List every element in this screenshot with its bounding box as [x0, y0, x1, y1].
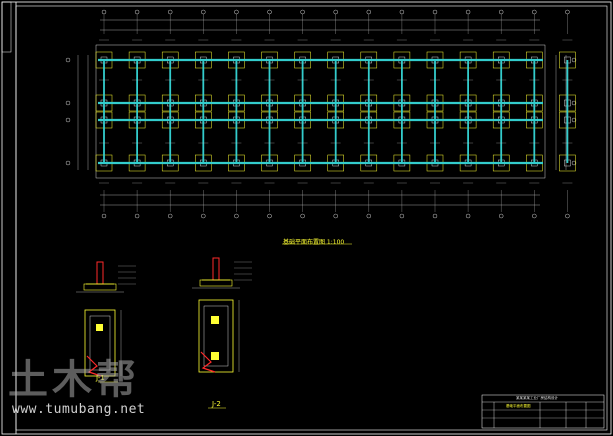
grid-bubble-top	[101, 9, 107, 15]
grid-bubble-left	[65, 100, 71, 106]
column-rebar-section-1	[96, 261, 104, 285]
footing-plan-2	[198, 299, 234, 373]
footing-plan-inner-1	[89, 315, 111, 371]
grid-bubble-right	[571, 160, 577, 166]
watermark-logo: 土木帮	[8, 357, 140, 403]
grid-bubble-bottom	[134, 213, 140, 219]
grid-bubble-top	[167, 9, 173, 15]
footing-section-2	[199, 279, 233, 287]
grid-bubble-top	[366, 9, 371, 15]
grid-bubble-top	[532, 9, 537, 15]
grid-bubble-bottom	[399, 213, 405, 219]
watermark: 土木帮 www.tumubang.net	[8, 358, 168, 424]
binding-margin-box	[1, 1, 12, 53]
grid-bubble-bottom	[366, 213, 371, 219]
inner-frame	[15, 5, 608, 431]
pedestal-top	[211, 316, 219, 324]
grid-bubble-bottom	[234, 213, 239, 219]
plan-outline	[95, 44, 546, 179]
detail-1-label: J-1	[96, 374, 105, 382]
grid-bubble-left	[65, 117, 71, 123]
rebar-detail-1	[86, 355, 102, 377]
footing-details	[76, 257, 252, 409]
grid-bubble-right	[571, 117, 577, 123]
grid-bubble-left	[65, 160, 71, 166]
grid-bubble-bottom	[565, 213, 570, 219]
grid-bubble-bottom	[101, 213, 107, 219]
grid-bubble-top	[234, 9, 239, 15]
title-block-sheet: 基础平面布置图	[506, 404, 531, 408]
watermark-url: www.tumubang.net	[12, 402, 146, 417]
grid-bubble-top	[465, 9, 471, 15]
rebar-detail-2	[200, 351, 216, 373]
detail-2-label: J-2	[212, 400, 221, 408]
grid-bubble-top	[499, 9, 504, 15]
grid-bubble-bottom	[333, 213, 338, 219]
grid-bubble-top	[267, 9, 272, 15]
grid-bubble-top	[399, 9, 405, 15]
grid-bubble-right	[571, 57, 577, 63]
column-rebar-section-2	[212, 257, 220, 281]
grid-bubble-top	[565, 9, 570, 15]
grid-bubble-bottom	[167, 213, 173, 219]
footing-section-1	[83, 283, 117, 291]
grid-bubble-bottom	[465, 213, 471, 219]
grid-bubble-right	[571, 100, 577, 106]
grid-bubble-top	[300, 9, 305, 15]
grid-bubble-bottom	[432, 213, 438, 219]
grid-bubble-bottom	[267, 213, 272, 219]
grid-bubble-bottom	[201, 213, 206, 219]
plan-title: 基础平面布置图 1:100	[283, 239, 345, 246]
pedestal-bottom	[211, 352, 219, 360]
title-block-frame	[481, 394, 605, 429]
grid-bubble-top	[201, 9, 206, 15]
foundation-plan	[65, 9, 577, 245]
grid-bubble-bottom	[499, 213, 504, 219]
grid-bubble-top	[333, 9, 338, 15]
grid-bubble-left	[65, 57, 71, 63]
title-block-header: 某某某某工业厂房结构设计	[516, 396, 558, 400]
footing-plan-inner-2	[203, 305, 229, 367]
title-block	[481, 394, 605, 429]
grid-bubble-bottom	[300, 213, 305, 219]
grid-bubble-bottom	[532, 213, 537, 219]
grid-bubble-top	[432, 9, 438, 15]
pedestal-j1	[96, 324, 103, 331]
grid-bubble-top	[134, 9, 140, 15]
